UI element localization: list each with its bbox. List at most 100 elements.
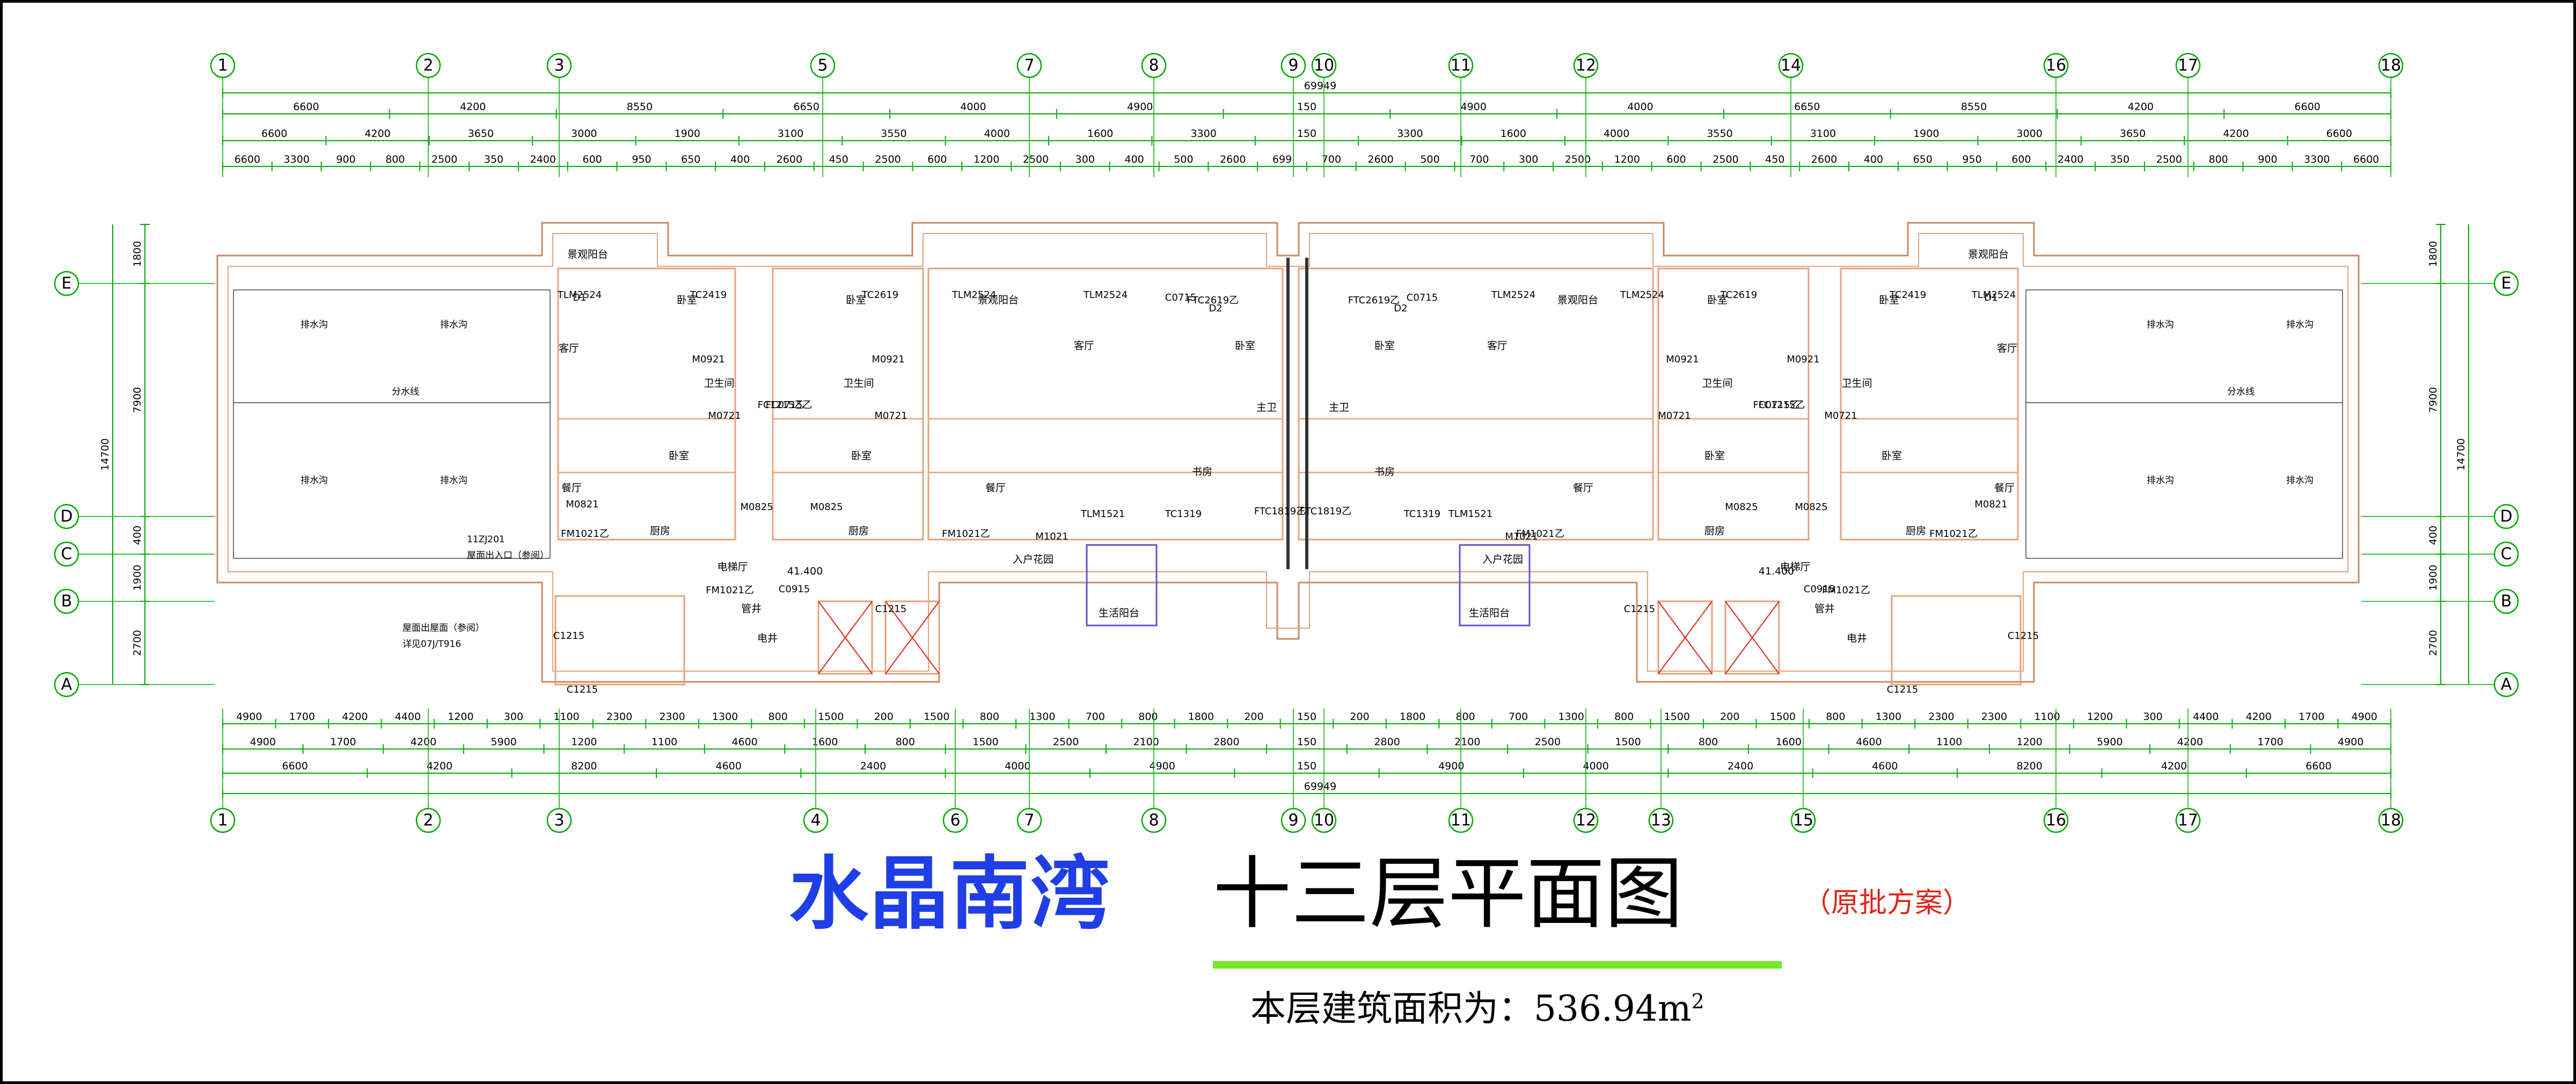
right-inner-dim-label: 400 bbox=[2427, 526, 2439, 545]
tag-label: C1215 bbox=[567, 684, 598, 695]
top-axis-8-circle bbox=[1141, 53, 1167, 78]
elevation-mark-left: 41.400 bbox=[787, 565, 823, 577]
unit-2-outline bbox=[927, 267, 1284, 541]
plan-name: 十三层平面图 bbox=[1213, 848, 1683, 940]
bottom-dim-row3-label: 4000 bbox=[1005, 760, 1030, 772]
room-label: 客厅 bbox=[1997, 343, 2017, 354]
top-dim-row1-label: 4900 bbox=[1127, 101, 1153, 113]
tag-label: C1215 bbox=[553, 630, 584, 642]
room-label: 餐厅 bbox=[561, 482, 582, 494]
top-dim-row1-label: 4000 bbox=[960, 101, 986, 113]
tag-label: C1215 bbox=[1887, 684, 1918, 695]
bottom-dim-row1-label: 200 bbox=[1720, 711, 1739, 723]
bottom-dim-row3-label: 4600 bbox=[715, 760, 741, 772]
top-axis-17-circle bbox=[2175, 53, 2201, 78]
room-label: 卫生间 bbox=[1841, 377, 1872, 389]
top-dim-row2-label: 6600 bbox=[2326, 128, 2352, 140]
top-axis-1-label: 1 bbox=[217, 56, 228, 75]
tag-label: D1 bbox=[573, 292, 586, 303]
tag-label: TLM2524 bbox=[1491, 289, 1535, 301]
room-label: 景观阳台 bbox=[1968, 249, 2009, 260]
top-dim-row3-label: 500 bbox=[1174, 154, 1193, 165]
top-dim-row2-label: 1900 bbox=[1913, 128, 1939, 140]
bottom-axis-4-label: 4 bbox=[810, 811, 821, 830]
top-dim-row3-label: 2500 bbox=[1713, 154, 1738, 165]
top-dim-row3-label: 6600 bbox=[2353, 154, 2379, 165]
top-dim-row3-label: 1200 bbox=[974, 154, 999, 165]
floor-area-unit-sup: 2 bbox=[1691, 990, 1704, 1013]
bottom-dim-row1-label: 4200 bbox=[342, 711, 368, 723]
tag-label: C1215 bbox=[2008, 630, 2039, 642]
room-label: 厨房 bbox=[1906, 525, 1926, 537]
tag-label: TLM2524 bbox=[952, 289, 996, 301]
bottom-axis-17-circle bbox=[2175, 807, 2201, 833]
top-axis-3-label: 3 bbox=[554, 56, 564, 75]
right-axis-E-label: E bbox=[2501, 274, 2512, 293]
bottom-dim-row1-label: 800 bbox=[1455, 711, 1475, 723]
tag-label: C0715 bbox=[1407, 292, 1438, 303]
bottom-axis-6-label: 6 bbox=[950, 811, 960, 830]
bottom-dim-row1-label: 2300 bbox=[659, 711, 685, 723]
bottom-dim-row2-label: 1100 bbox=[1936, 736, 1962, 748]
drain-ditch-label: 排水沟 bbox=[2286, 475, 2314, 486]
bottom-dim-row1-label: 4900 bbox=[236, 711, 262, 723]
top-dim-row3-label: 700 bbox=[1322, 154, 1341, 165]
elevator-cross bbox=[1725, 601, 1780, 674]
bottom-dim-row1-label: 800 bbox=[769, 711, 788, 723]
floor-area-value: 536.94m bbox=[1534, 988, 1692, 1029]
tag-label: C1215 bbox=[1624, 603, 1655, 615]
top-dim-row3-label: 2600 bbox=[1811, 154, 1837, 165]
top-total-dim-label: 69949 bbox=[1304, 80, 1336, 92]
title-underline bbox=[1213, 961, 1782, 969]
bottom-axis-12-label: 12 bbox=[1576, 811, 1596, 830]
top-axis-12-label: 12 bbox=[1576, 56, 1596, 75]
drawing-title: 水晶南湾 十三层平面图 （原批方案） bbox=[789, 854, 2023, 934]
right-inner-dim-label: 1800 bbox=[2427, 241, 2439, 267]
top-dim-row2-label: 4000 bbox=[1604, 128, 1629, 140]
bottom-dim-row3-label: 2400 bbox=[1728, 760, 1753, 772]
top-axis-14-label: 14 bbox=[1781, 56, 1801, 75]
tag-label: D2 bbox=[1394, 303, 1407, 314]
bottom-dim-row2-label: 4900 bbox=[2338, 736, 2363, 748]
tag-label: M0721 bbox=[1824, 410, 1857, 421]
bottom-dim-row2-label: 4200 bbox=[411, 736, 436, 748]
right-roof-area bbox=[2025, 289, 2343, 559]
room-label: 电井 bbox=[757, 632, 778, 644]
top-dim-row3-label: 800 bbox=[385, 154, 405, 165]
bottom-dim-row2-label: 800 bbox=[896, 736, 915, 748]
top-axis-8-label: 8 bbox=[1148, 56, 1159, 75]
tag-label: M0721 bbox=[1658, 410, 1690, 421]
bottom-dim-row1-label: 200 bbox=[874, 711, 894, 723]
bottom-dim-row1-label: 800 bbox=[1614, 711, 1634, 723]
top-dim-row3-label: 2500 bbox=[1023, 154, 1049, 165]
building-outline-outer bbox=[216, 222, 2360, 683]
bottom-dim-row1-label: 800 bbox=[980, 711, 999, 723]
right-stair bbox=[1891, 595, 2022, 686]
elevator-shaft-0 bbox=[817, 600, 873, 675]
elevator-shaft-2 bbox=[1657, 600, 1713, 675]
project-name: 水晶南湾 bbox=[789, 848, 1111, 940]
bottom-dim-row1-label: 1100 bbox=[2034, 711, 2060, 723]
left-roof-area bbox=[233, 289, 551, 559]
left-inner-dim-label: 400 bbox=[131, 526, 143, 545]
bottom-dim-row1-label: 150 bbox=[1297, 711, 1316, 723]
room-label: 厨房 bbox=[1704, 525, 1725, 537]
top-dim-row2-label: 3000 bbox=[2016, 128, 2042, 140]
tag-label: D1 bbox=[1984, 292, 1997, 303]
left-outer-dim-label: 14700 bbox=[99, 438, 111, 470]
tag-label: FTC2619乙 bbox=[1348, 295, 1400, 306]
bottom-axis-8-label: 8 bbox=[1148, 811, 1159, 830]
room-label: 卧室 bbox=[677, 294, 697, 306]
tag-label: FTC2619乙 bbox=[1187, 295, 1239, 306]
top-dim-row2-label: 3300 bbox=[1190, 128, 1216, 140]
bottom-dim-row3-label: 4900 bbox=[1438, 760, 1464, 772]
tag-label: M0825 bbox=[810, 501, 843, 513]
top-dim-row2-label: 4000 bbox=[984, 128, 1010, 140]
scheme-note: （原批方案） bbox=[1803, 887, 1971, 919]
bottom-dim-row1-label: 1300 bbox=[1029, 711, 1055, 723]
top-dim-row3-label: 350 bbox=[2110, 154, 2129, 165]
top-dim-row3-label: 700 bbox=[1469, 154, 1489, 165]
bottom-dim-row1-label: 1100 bbox=[553, 711, 579, 723]
tag-label: C0915 bbox=[779, 584, 810, 595]
